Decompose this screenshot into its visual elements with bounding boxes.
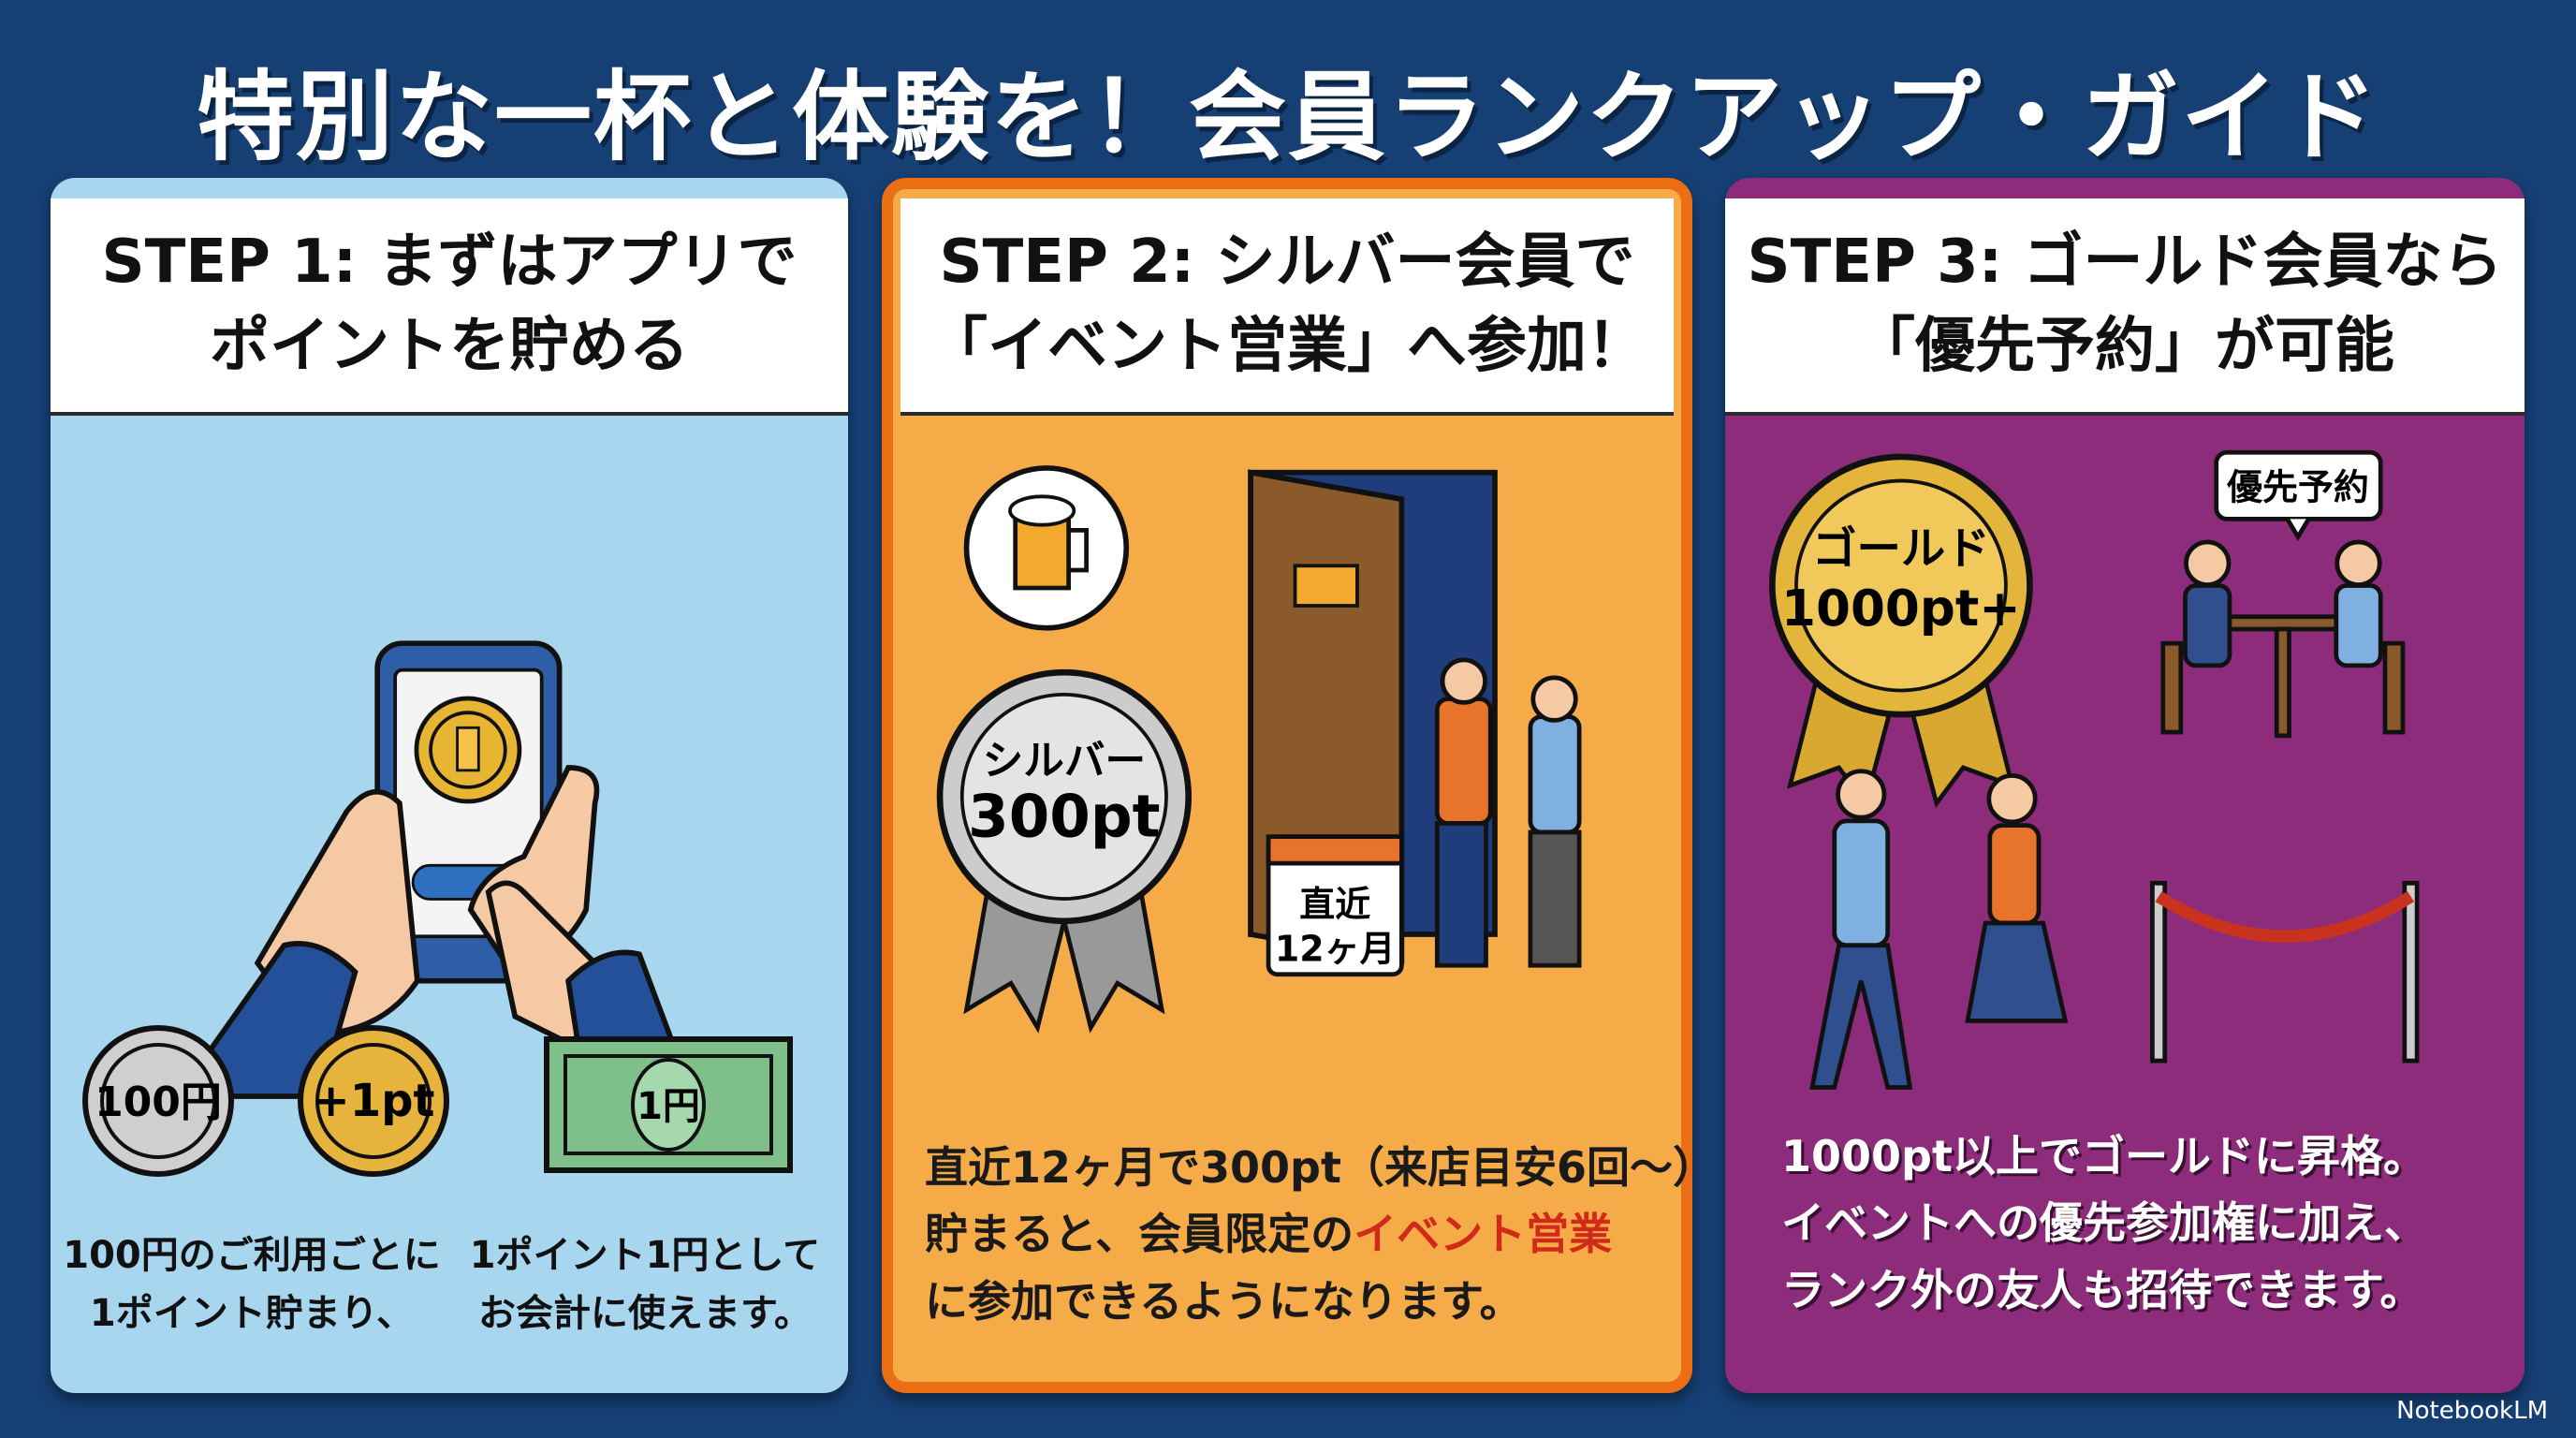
- text-line: 貯まると、会員限定のイベント営業: [925, 1201, 1677, 1268]
- caption-line: 1ポイント1円として: [469, 1234, 821, 1277]
- silver-badge-icon: シルバー 300pt: [936, 668, 1193, 1034]
- gold-badge-icon: ゴールド 1000pt+: [1769, 453, 2033, 809]
- note-label: 1円: [637, 1085, 700, 1128]
- step-1-heading: STEP 1: まずはアプリで ポイントを貯める: [51, 198, 848, 416]
- people-icon: [1434, 657, 1582, 968]
- step-2-heading: STEP 2: シルバー会員で 「イベント営業」へ参加！: [900, 198, 1674, 416]
- notebooklm-watermark: NotebookLM: [2396, 1397, 2548, 1425]
- step-2-description: 直近12ヶ月で300pt（来店目安6回～） 貯まると、会員限定のイベント営業 に…: [925, 1135, 1716, 1335]
- badge-points: 1000pt+: [1781, 580, 2021, 638]
- caption-use: 1ポイント1円として お会計に使えます。: [453, 1226, 837, 1343]
- phone-app-illustration: [172, 640, 697, 1099]
- caption-line: 1ポイント貯まり、: [89, 1292, 415, 1335]
- heading-line: 「イベント営業」へ参加！: [928, 312, 1647, 381]
- calendar-icon: 直近 12ヶ月: [1266, 834, 1404, 977]
- step-3-heading: STEP 3: ゴールド会員なら 「優先予約」が可能: [1725, 198, 2525, 416]
- vip-illustration: ゴールド 1000pt+ 優先予約: [1769, 449, 2420, 1090]
- point-coin-icon: +1pt: [298, 1025, 449, 1177]
- text-line: に参加できるようになります。: [925, 1275, 1523, 1327]
- rope-barrier-icon: [2150, 880, 2420, 1064]
- heading-line: STEP 3: ゴールド会員なら: [1747, 227, 2503, 298]
- text-line: イベントへの優先参加権に加え、: [1781, 1197, 2427, 1249]
- event-door-illustration: シルバー 300pt 直近 12ヶ月: [936, 465, 1582, 1034]
- bubble-label: 優先予約: [2226, 466, 2369, 507]
- walking-couple-icon: [1809, 769, 2069, 1090]
- caption-earn: 100円のご利用ごとに 1ポイント貯まり、: [60, 1226, 444, 1343]
- badge-label: シルバー: [983, 737, 1147, 785]
- step-3-description: 1000pt以上でゴールドに昇格。 イベントへの優先参加権に加え、 ランク外の友…: [1781, 1123, 2521, 1324]
- badge-points: 300pt: [968, 783, 1160, 851]
- banknote-icon: 1円: [544, 1036, 793, 1173]
- text-span: 貯まると、会員限定の: [925, 1209, 1354, 1260]
- calendar-label: 12ヶ月: [1275, 928, 1396, 969]
- heading-line: 「優先予約」が可能: [1855, 312, 2394, 381]
- caption-line: お会計に使えます。: [478, 1292, 812, 1335]
- step-2-panel: STEP 2: シルバー会員で 「イベント営業」へ参加！ シルバー 300pt …: [882, 178, 1716, 1393]
- coin-label: +1pt: [313, 1075, 435, 1127]
- badge-label: ゴールド: [1812, 523, 1990, 575]
- coin-100-yen-icon: 100円: [82, 1025, 234, 1177]
- page-title: 特別な一杯と体験を！会員ランクアップ・ガイド: [196, 60, 2379, 174]
- dining-couple-icon: [2160, 539, 2406, 739]
- calendar-label: 直近: [1299, 884, 1370, 925]
- coin-label: 100円: [95, 1078, 222, 1126]
- coins-illustration: 100円 +1pt 1円: [82, 1025, 793, 1177]
- text-line: ランク外の友人も招待できます。: [1781, 1264, 2423, 1315]
- caption-line: 100円のご利用ごとに: [63, 1234, 441, 1277]
- event-highlight: イベント営業: [1354, 1209, 1613, 1260]
- text-line: 1000pt以上でゴールドに昇格。: [1781, 1131, 2426, 1181]
- reservation-bubble-icon: 優先予約: [2214, 449, 2383, 541]
- heading-line: STEP 2: シルバー会員で: [939, 227, 1635, 298]
- text-line: 直近12ヶ月で300pt（来店目安6回～）: [925, 1142, 1716, 1193]
- step-3-panel: STEP 3: ゴールド会員なら 「優先予約」が可能 ゴールド 1000pt+ …: [1725, 178, 2525, 1393]
- heading-line: STEP 1: まずはアプリで: [101, 227, 798, 298]
- heading-line: ポイントを貯める: [210, 312, 689, 381]
- beer-bubble-icon: [963, 465, 1130, 631]
- step-1-panel: STEP 1: まずはアプリで ポイントを貯める 100円 +1pt 1円 10…: [51, 178, 848, 1393]
